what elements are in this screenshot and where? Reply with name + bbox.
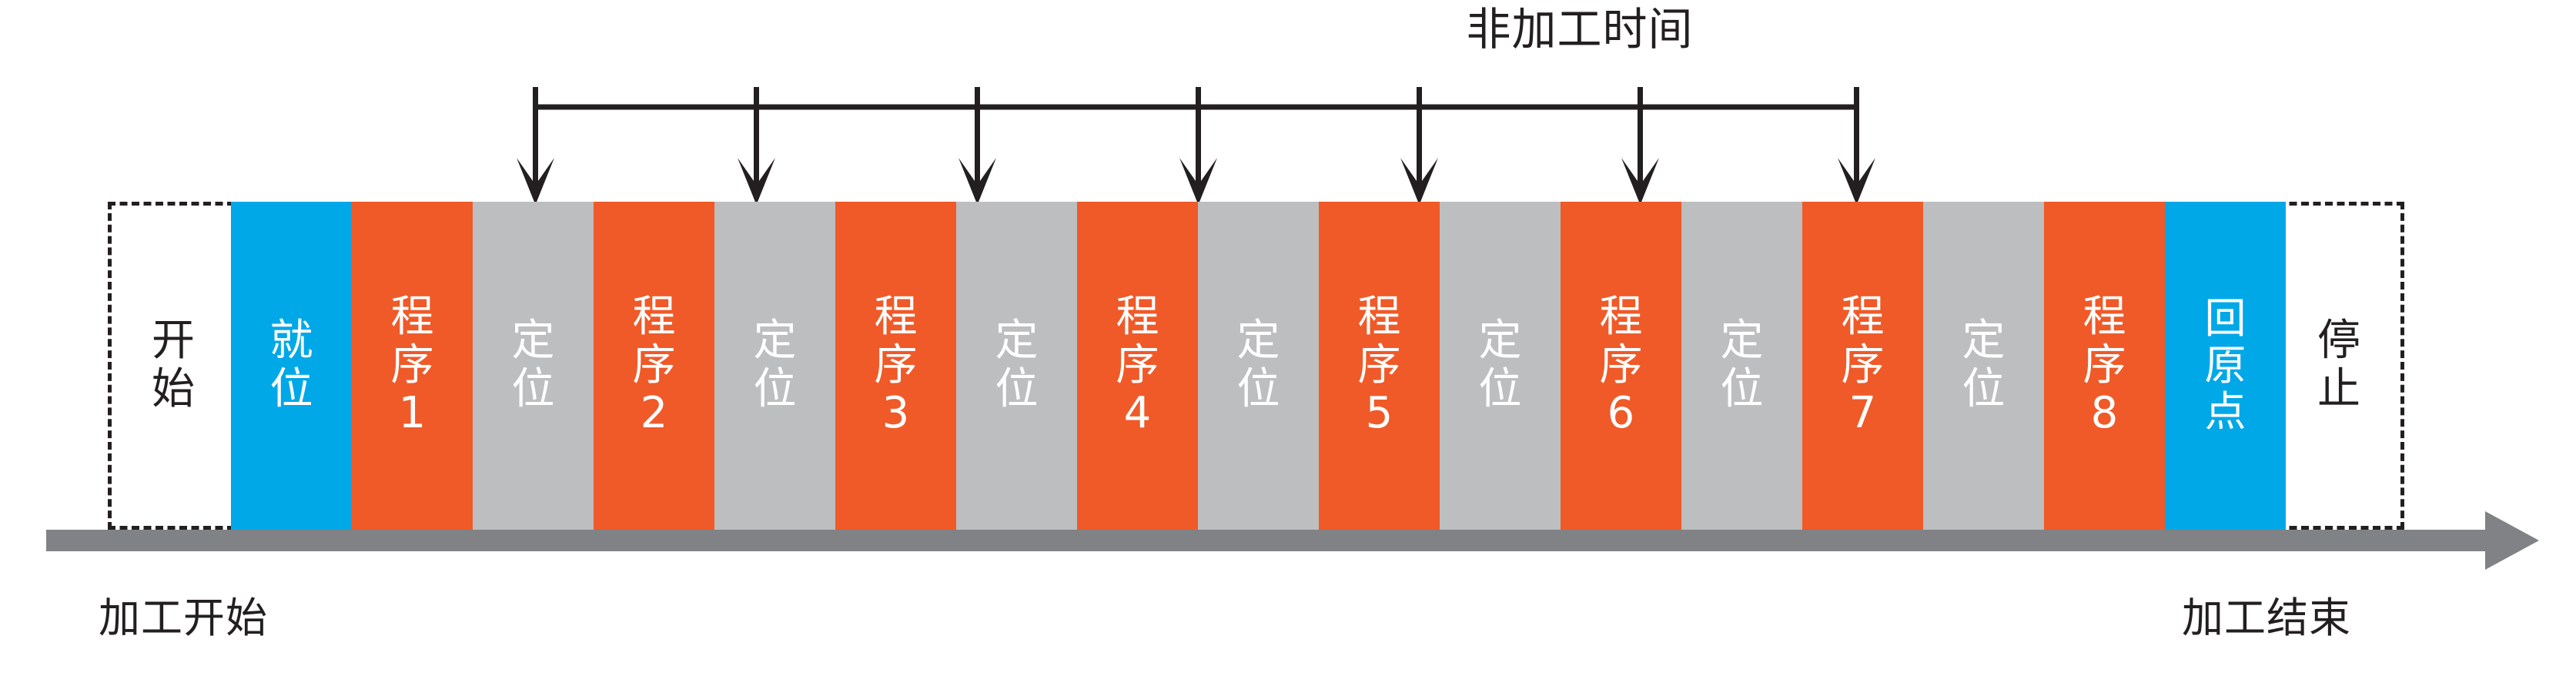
start-state-label: 开 始 [152, 316, 195, 414]
stop-state-box: 停 止 [2277, 202, 2404, 530]
page-title: 非加工时间 [1466, 3, 1694, 55]
segment-label: 定 位 [1478, 316, 1522, 414]
segment-program-4[interactable]: 程 序 4 [1077, 202, 1198, 530]
start-state-box: 开 始 [108, 202, 235, 530]
segment-label: 就 位 [269, 316, 313, 414]
segment-position-1[interactable]: 定 位 [473, 202, 594, 530]
segment-program-5[interactable]: 程 序 5 [1319, 202, 1440, 530]
segment-label: 定 位 [995, 316, 1039, 414]
segment-position-2[interactable]: 定 位 [714, 202, 835, 530]
segment-position-6[interactable]: 定 位 [1681, 202, 1802, 530]
segment-label: 定 位 [753, 316, 797, 414]
segment-program-6[interactable]: 程 序 6 [1561, 202, 1681, 530]
segment-position-5[interactable]: 定 位 [1440, 202, 1561, 530]
segment-program-8[interactable]: 程 序 8 [2044, 202, 2165, 530]
segment-label: 程 序 7 [1841, 291, 1885, 439]
segment-label: 程 序 4 [1116, 291, 1159, 439]
segment-position-4[interactable]: 定 位 [1198, 202, 1319, 530]
segment-program-1[interactable]: 程 序 1 [352, 202, 473, 530]
segment-label: 定 位 [1962, 316, 2006, 414]
stop-state-label: 停 止 [2317, 316, 2360, 414]
segment-label: 定 位 [511, 316, 555, 414]
segment-program-7[interactable]: 程 序 7 [1802, 202, 1923, 530]
segment-program-3[interactable]: 程 序 3 [835, 202, 956, 530]
segment-ready[interactable]: 就 位 [231, 202, 352, 530]
segment-label: 回 原 点 [2204, 294, 2246, 437]
segment-label: 程 序 6 [1599, 291, 1643, 439]
segment-label: 程 序 8 [2083, 291, 2126, 439]
segment-label: 程 序 3 [874, 291, 918, 439]
caption-machining-end: 加工结束 [2182, 594, 2351, 642]
segment-label: 程 序 5 [1357, 291, 1401, 439]
caption-machining-start: 加工开始 [99, 594, 268, 642]
segment-return-home[interactable]: 回 原 点 [2165, 202, 2286, 530]
timeline-segment-band: 就 位 程 序 1 定 位 程 序 2 定 位 程 序 3 定 位 程 序 4 … [231, 202, 2286, 530]
segment-program-2[interactable]: 程 序 2 [594, 202, 714, 530]
segment-label: 程 序 2 [632, 291, 676, 439]
segment-position-7[interactable]: 定 位 [1923, 202, 2044, 530]
segment-label: 定 位 [1720, 316, 1764, 414]
segment-label: 定 位 [1236, 316, 1280, 414]
segment-position-3[interactable]: 定 位 [956, 202, 1077, 530]
segment-label: 程 序 1 [390, 291, 434, 439]
